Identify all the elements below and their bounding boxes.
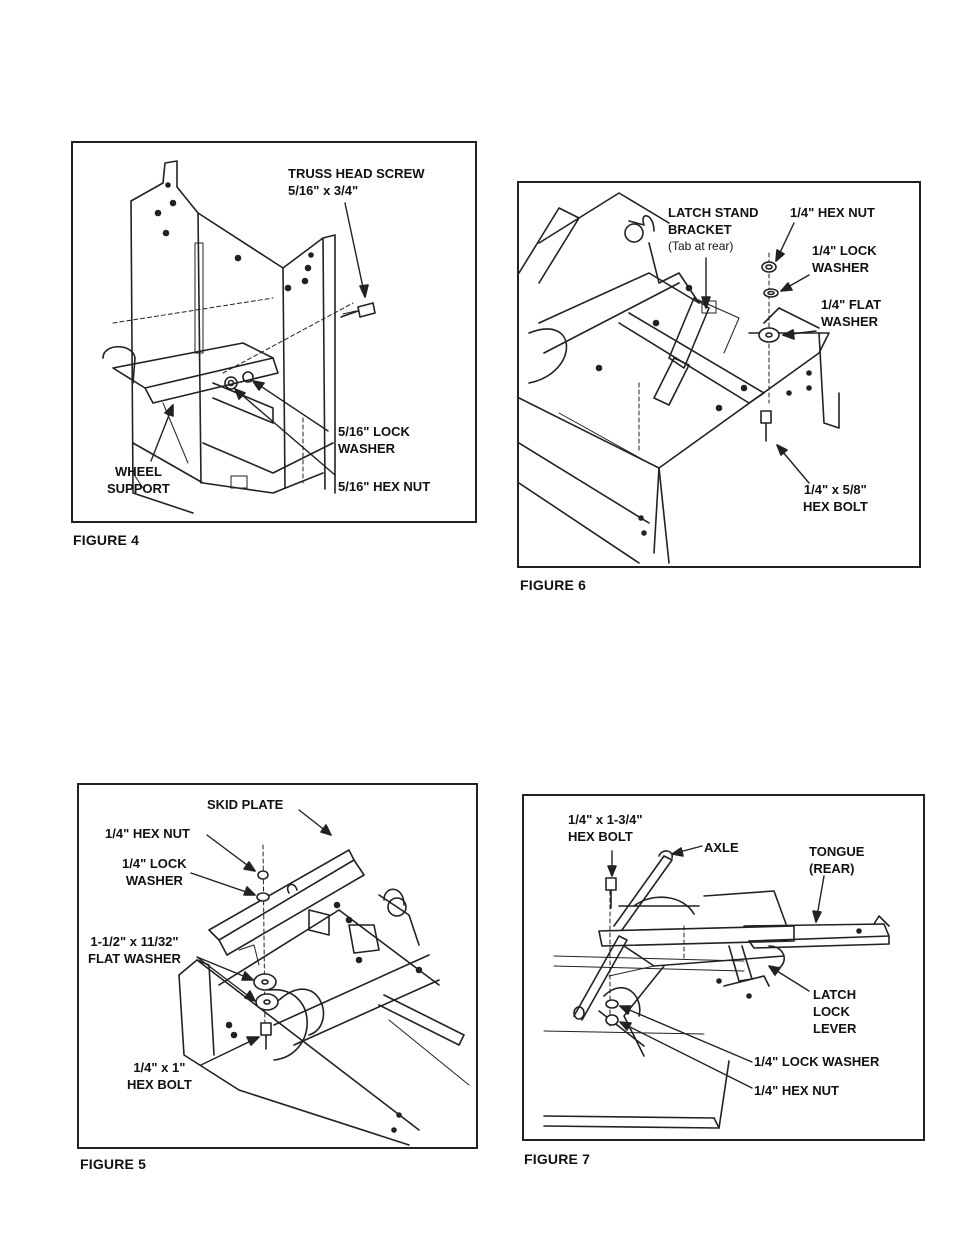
figure-4-caption: FIGURE 4 — [73, 532, 140, 548]
hex-bolt-label: 1/4" x 1" HEX BOLT — [127, 1060, 192, 1092]
figure-5-caption: FIGURE 5 — [80, 1156, 147, 1172]
lock-washer-label: 1/4" LOCK WASHER — [812, 243, 877, 275]
latch-lock-lever-label: LATCH LOCK LEVER — [813, 987, 857, 1036]
hex-nut-label: 5/16" HEX NUT — [338, 479, 431, 494]
latch-stand-bracket-label: LATCH STAND BRACKET — [668, 205, 759, 237]
figure-5-panel: SKID PLATE 1/4" HEX NUT 1/4" LOCK WASHER… — [77, 783, 478, 1149]
tongue-label: TONGUE (REAR) — [809, 844, 865, 876]
flat-washer-label: 1-1/2" x 11/32" FLAT WASHER — [88, 934, 181, 966]
figure-6-drawing — [519, 192, 840, 564]
lock-washer-label: 1/4" LOCK WASHER — [122, 856, 187, 888]
figure-4-drawing — [102, 160, 376, 514]
axle-label: AXLE — [704, 840, 739, 855]
figure-7-panel: 1/4" x 1-3/4" HEX BOLT AXLE TONGUE (REAR… — [522, 794, 925, 1141]
truss-head-screw-label: TRUSS HEAD SCREW 5/16" x 3/4" — [288, 166, 425, 198]
figure-6-caption: FIGURE 6 — [520, 577, 587, 593]
hex-bolt-label: 1/4" x 5/8" HEX BOLT — [803, 482, 868, 514]
hex-nut-label: 1/4" HEX NUT — [754, 1083, 839, 1098]
figure-7-drawing — [543, 845, 890, 1129]
hex-nut-label: 1/4" HEX NUT — [790, 205, 875, 220]
skid-plate-label: SKID PLATE — [207, 797, 284, 812]
hex-nut-label: 1/4" HEX NUT — [105, 826, 190, 841]
figure-5-drawing — [178, 809, 470, 1146]
flat-washer-label: 1/4" FLAT WASHER — [821, 297, 882, 329]
wheel-support-label: WHEEL SUPPORT — [107, 464, 170, 496]
figure-6-panel: LATCH STAND BRACKET (Tab at rear) 1/4" H… — [517, 181, 921, 568]
lock-washer-label: 1/4" LOCK WASHER — [754, 1054, 880, 1069]
hex-bolt-label: 1/4" x 1-3/4" HEX BOLT — [568, 812, 643, 844]
latch-note-label: (Tab at rear) — [668, 239, 734, 253]
figure-4-panel: TRUSS HEAD SCREW 5/16" x 3/4" 5/16" LOCK… — [71, 141, 477, 523]
lock-washer-label: 5/16" LOCK WASHER — [338, 424, 410, 456]
figure-7-caption: FIGURE 7 — [524, 1151, 591, 1167]
